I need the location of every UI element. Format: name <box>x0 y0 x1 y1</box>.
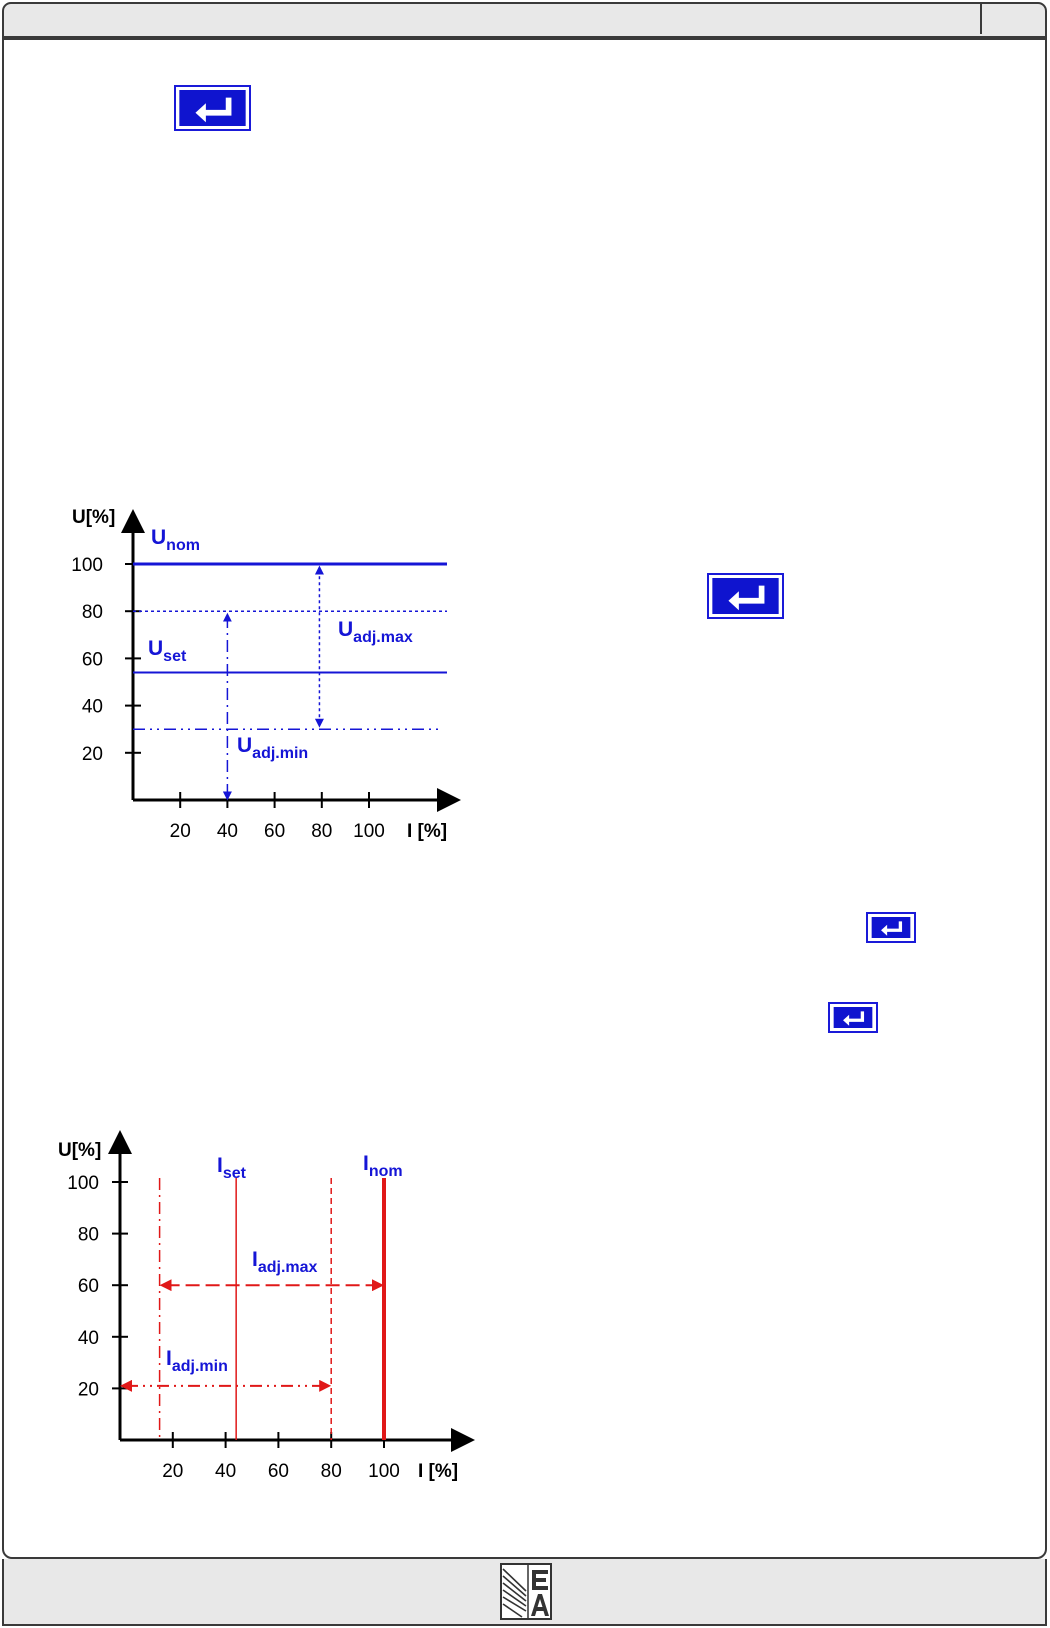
enter-key-icon <box>866 912 916 943</box>
ea-logo-icon <box>500 1563 552 1620</box>
enter-arrow-icon <box>179 90 246 126</box>
enter-arrow-icon <box>871 917 911 938</box>
page-frame <box>2 38 1047 1559</box>
enter-key-icon <box>707 573 784 619</box>
enter-key-icon <box>828 1002 878 1033</box>
page-header-bar <box>2 2 1047 38</box>
enter-arrow-icon <box>712 578 779 614</box>
header-divider <box>980 2 982 34</box>
enter-key-icon <box>174 85 251 131</box>
enter-arrow-icon <box>833 1007 873 1028</box>
